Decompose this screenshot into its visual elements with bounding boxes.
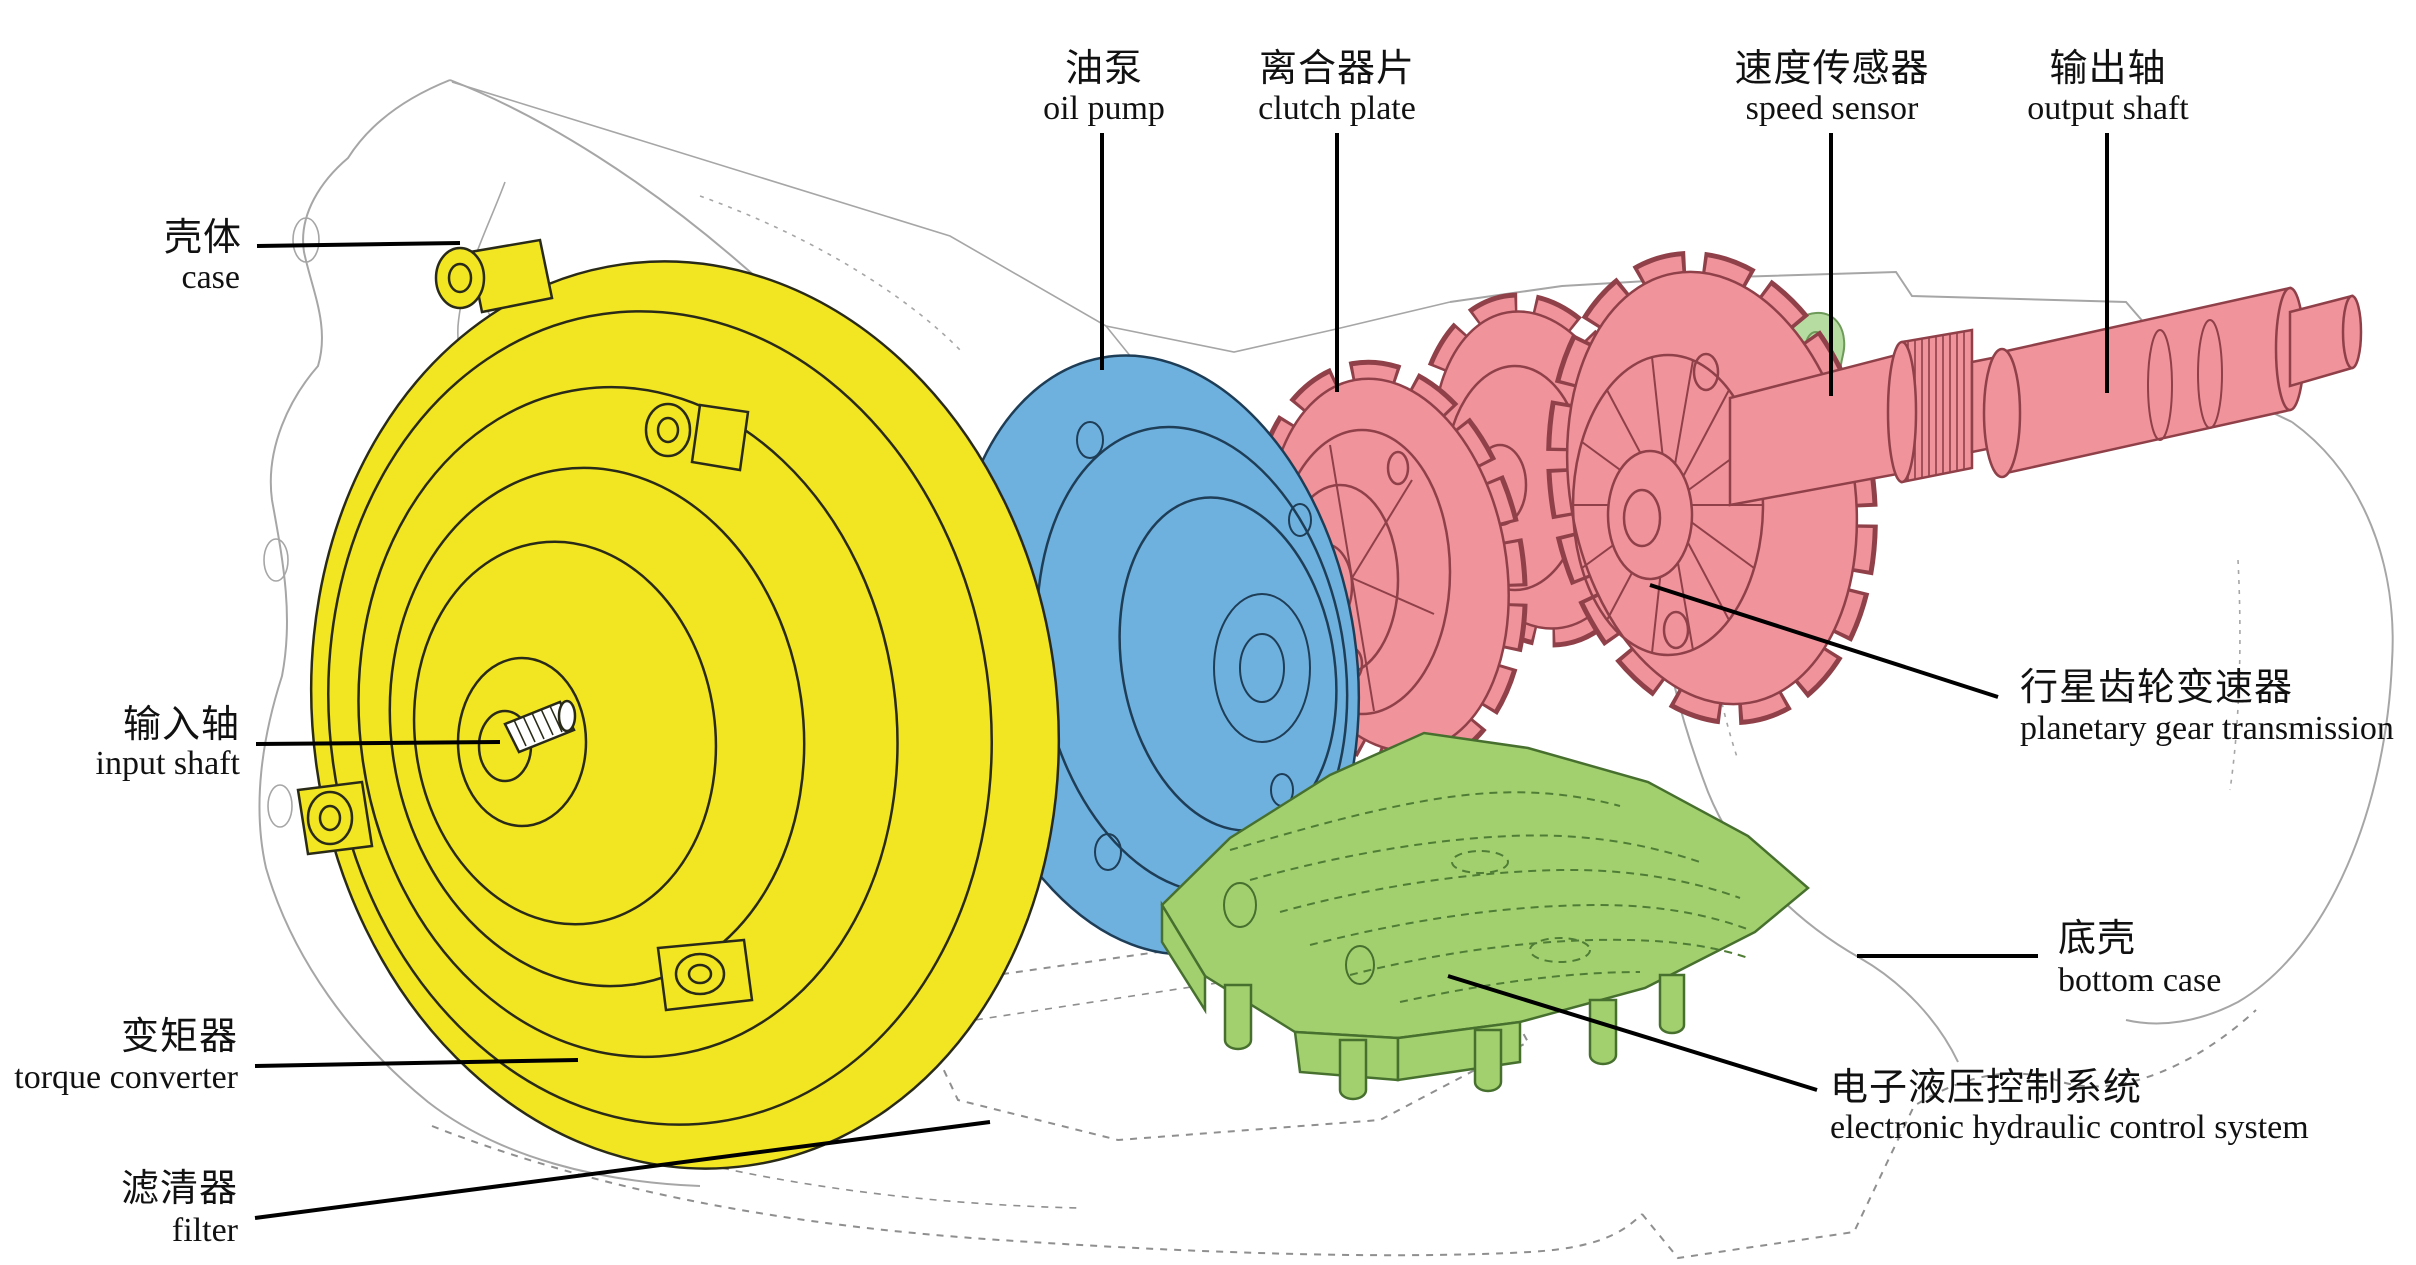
- label-case: 壳体 case: [164, 217, 242, 296]
- gear-shaft-assembly: [1248, 250, 2363, 771]
- leader-planetary-gear: [1649, 583, 1999, 699]
- svg-text:输入轴: 输入轴: [123, 704, 240, 746]
- label-clutch-plate: 离合器片 clutch plate: [1258, 48, 1416, 127]
- svg-text:输出轴: 输出轴: [2049, 48, 2166, 90]
- leader-torque-converter: [254, 1058, 579, 1068]
- leader-case: [256, 241, 461, 248]
- svg-text:bottom case: bottom case: [2058, 962, 2221, 999]
- input-shaft-art: [503, 699, 577, 754]
- label-input-shaft: 输入轴 input shaft: [96, 704, 241, 782]
- svg-text:input shaft: input shaft: [96, 745, 241, 782]
- label-torque-converter: 变矩器 torque converter: [14, 1016, 238, 1096]
- labels: 壳体 case 输入轴 input shaft 变矩器 torque conve…: [14, 48, 2394, 1249]
- svg-text:electronic hydraulic control s: electronic hydraulic control system: [1830, 1109, 2309, 1146]
- svg-text:filter: filter: [172, 1212, 239, 1249]
- svg-text:clutch plate: clutch plate: [1258, 90, 1416, 127]
- svg-text:离合器片: 离合器片: [1259, 48, 1415, 90]
- label-electronic-hydraulic: 电子液压控制系统 electronic hydraulic control sy…: [1830, 1067, 2309, 1146]
- label-bottom-case: 底壳 bottom case: [2058, 918, 2221, 999]
- svg-text:planetary gear transmission: planetary gear transmission: [2020, 710, 2394, 747]
- svg-text:变矩器: 变矩器: [121, 1016, 238, 1058]
- leader-electronic-hydraulic: [1447, 974, 1818, 1092]
- converter-lug: [296, 238, 754, 1012]
- label-speed-sensor: 速度传感器 speed sensor: [1734, 48, 1929, 127]
- svg-text:滤清器: 滤清器: [121, 1168, 238, 1210]
- svg-text:case: case: [181, 259, 240, 296]
- label-filter: 滤清器 filter: [121, 1168, 239, 1249]
- svg-text:壳体: 壳体: [164, 217, 242, 259]
- label-oil-pump: 油泵 oil pump: [1043, 48, 1165, 127]
- leader-input-shaft: [255, 740, 501, 746]
- svg-text:油泵: 油泵: [1065, 48, 1143, 90]
- label-planetary-gear: 行星齿轮变速器 planetary gear transmission: [2020, 667, 2394, 747]
- svg-text:speed sensor: speed sensor: [1746, 90, 1919, 127]
- svg-text:底壳: 底壳: [2058, 918, 2136, 960]
- svg-text:oil pump: oil pump: [1043, 90, 1165, 127]
- svg-text:速度传感器: 速度传感器: [1734, 48, 1929, 90]
- torque-converter-part: [296, 238, 1061, 1170]
- svg-text:output shaft: output shaft: [2027, 90, 2189, 127]
- leader-lines: [254, 133, 2109, 1220]
- leader-filter: [254, 1120, 991, 1220]
- svg-text:torque converter: torque converter: [14, 1059, 238, 1096]
- svg-text:电子液压控制系统: 电子液压控制系统: [1830, 1067, 2142, 1109]
- hydraulic-control-part: [1160, 731, 1810, 1101]
- label-output-shaft: 输出轴 output shaft: [2027, 48, 2189, 127]
- svg-text:行星齿轮变速器: 行星齿轮变速器: [2020, 667, 2293, 709]
